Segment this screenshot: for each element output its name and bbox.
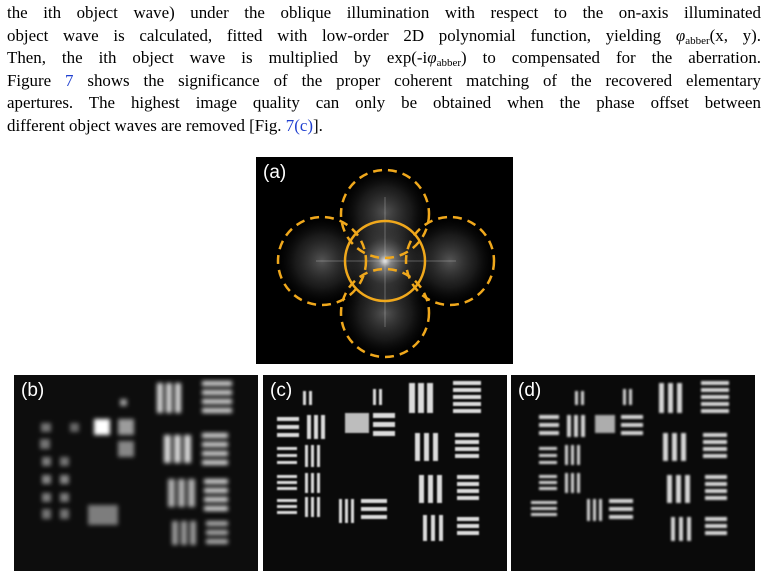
paragraph-line-5: apertures. The highest image quality can… [7, 93, 761, 112]
figure-7c-link[interactable]: 7(c) [285, 115, 313, 135]
resolution-target-corrected [263, 375, 507, 571]
aperture-circle-left [276, 215, 368, 307]
panel-label-d: (d) [518, 380, 542, 401]
spectrum-center [333, 209, 437, 313]
phi-abber-symbol-2: φabber [427, 48, 462, 69]
paragraph-line-1: the ith object wave) under the oblique i… [7, 3, 761, 22]
panel-label-c: (c) [270, 380, 293, 401]
panel-label-a: (a) [263, 162, 287, 183]
paragraph-line-4: Figure 7 shows the significance of the p… [7, 70, 761, 90]
aperture-circle-top [339, 168, 431, 260]
resolution-target-uncorrected-phase [511, 375, 755, 571]
figure-panel-c: (c) [263, 375, 507, 571]
figure-panel-d: (d) [511, 375, 755, 571]
resolution-target-blurred [14, 375, 258, 571]
aperture-circle-bottom [339, 267, 431, 359]
paragraph-line-2: object wave is calculated, fitted with l… [7, 25, 761, 47]
spectrum-image [256, 157, 513, 364]
figure-7-link[interactable]: 7 [65, 70, 74, 90]
panel-label-b: (b) [21, 380, 45, 401]
phi-abber-symbol: φabber [675, 25, 710, 47]
aperture-circle-center [343, 219, 427, 303]
aperture-circle-right [404, 215, 496, 307]
body-paragraph: the ith object wave) under the oblique i… [7, 2, 761, 137]
figure-panel-b: (b) [14, 375, 258, 571]
figure-panel-a: (a) [256, 157, 513, 364]
paragraph-line-6: different object waves are removed [Fig.… [7, 115, 323, 135]
paragraph-line-3: Then, the ith object wave is multiplied … [7, 48, 761, 69]
